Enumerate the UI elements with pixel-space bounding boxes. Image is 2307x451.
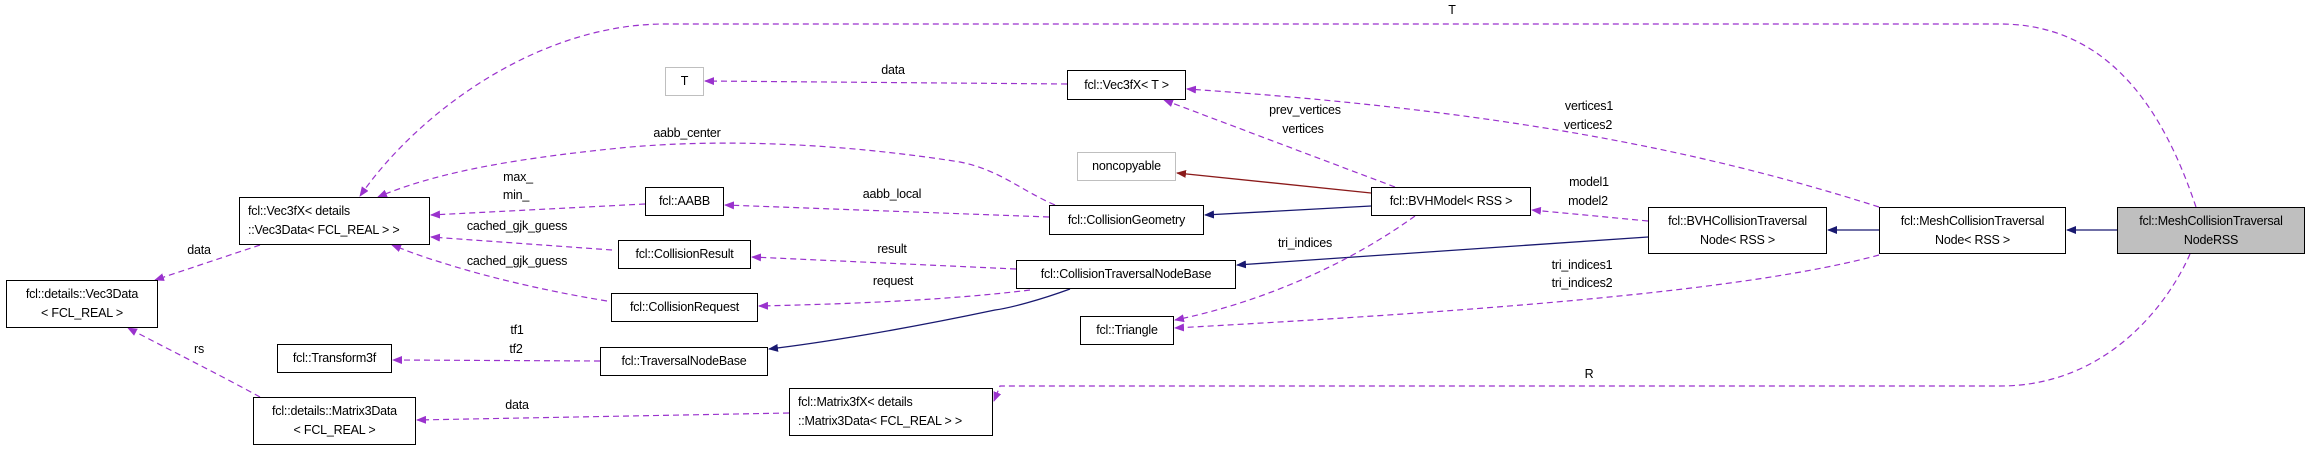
node-bvh-model[interactable]: fcl::BVHModel< RSS > xyxy=(1371,187,1531,216)
node-triangle[interactable]: fcl::Triangle xyxy=(1080,316,1174,345)
edge-label-rs: rs xyxy=(193,342,205,356)
edge-model12 xyxy=(1531,206,1649,222)
edge-tri-indices xyxy=(1174,215,1416,323)
node-vec3data[interactable]: fcl::details::Vec3Data< FCL_REAL > xyxy=(6,280,158,328)
node-label: fcl::Triangle xyxy=(1096,323,1158,337)
node-label: NodeRSS xyxy=(2183,232,2239,247)
edge-label-vertices: vertices xyxy=(1282,122,1324,136)
node-label: fcl::details::Matrix3Data xyxy=(272,404,397,418)
node-transform3f[interactable]: fcl::Transform3f xyxy=(277,344,392,373)
node-label: fcl::AABB xyxy=(659,194,710,208)
edge-inherit-bvhmodel-to-noncopyable xyxy=(1176,169,1372,194)
edge-label-tf2: tf2 xyxy=(509,342,523,356)
edge-label-tri-indices1: tri_indices1 xyxy=(1551,258,1613,272)
edge-label-data: data xyxy=(881,63,905,77)
edge-label-model1: model1 xyxy=(1569,175,1609,189)
edge-max-min xyxy=(430,203,646,219)
edge-label-min: min_ xyxy=(502,188,530,202)
node-label: < FCL_REAL > xyxy=(41,306,123,320)
edge-label-tf1: tf1 xyxy=(510,323,524,337)
node-label: fcl::CollisionTraversalNodeBase xyxy=(1040,267,1212,281)
node-label: ::Matrix3Data< FCL_REAL > > xyxy=(798,414,963,428)
node-collision-result[interactable]: fcl::CollisionResult xyxy=(618,240,751,269)
node-collision-geometry[interactable]: fcl::CollisionGeometry xyxy=(1049,205,1204,235)
edge-rs xyxy=(127,327,261,398)
edge-cached-gjk-request xyxy=(391,244,608,302)
edge-data-t xyxy=(704,77,1068,86)
node-label: fcl::Transform3f xyxy=(292,351,377,365)
edge-inherit-ctnb-to-tnb xyxy=(768,288,1071,352)
node-collision-request[interactable]: fcl::CollisionRequest xyxy=(611,293,758,322)
edge-vertices12 xyxy=(1186,85,1880,208)
edge-label-vertices2: vertices2 xyxy=(1563,118,1613,132)
edge-label-data: data xyxy=(505,398,529,412)
node-matrix3data[interactable]: fcl::details::Matrix3Data< FCL_REAL > xyxy=(253,397,416,445)
node-label: fcl::BVHModel< RSS > xyxy=(1389,194,1513,208)
node-label: fcl::CollisionGeometry xyxy=(1067,212,1186,227)
node-label: < FCL_REAL > xyxy=(293,423,376,437)
edge-label-tri-indices: tri_indices xyxy=(1277,236,1333,250)
node-noncopyable[interactable]: noncopyable xyxy=(1077,152,1176,181)
edge-label-model2: model2 xyxy=(1568,194,1608,208)
node-collision-traversal-node-base[interactable]: fcl::CollisionTraversalNodeBase xyxy=(1016,260,1236,289)
edge-label-aabb-local: aabb_local xyxy=(862,187,922,201)
edge-t xyxy=(359,23,2197,208)
edge-label-aabb-center: aabb_center xyxy=(653,126,721,140)
node-label: fcl::Vec3fX< T > xyxy=(1084,77,1169,92)
edge-result xyxy=(751,253,1017,270)
node-matrix3fx[interactable]: fcl::Matrix3fX< details::Matrix3Data< FC… xyxy=(789,388,993,436)
edge-request xyxy=(758,289,1031,310)
edge-label-max: max_ xyxy=(503,170,533,184)
edge-label-data: data xyxy=(187,243,211,257)
node-label: T xyxy=(680,74,689,88)
node-label: fcl::details::Vec3Data xyxy=(25,287,139,301)
node-label: fcl::Matrix3fX< details xyxy=(798,395,913,409)
edge-vertices xyxy=(1163,99,1396,188)
node-label: fcl::TraversalNodeBase xyxy=(621,354,747,368)
edge-label-prev-vertices: prev_vertices xyxy=(1269,103,1341,117)
node-label: fcl::CollisionRequest xyxy=(629,300,740,314)
node-label: ::Vec3Data< FCL_REAL > > xyxy=(248,223,400,237)
node-label: fcl::CollisionResult xyxy=(635,247,734,261)
edge-label-cached-gjk-guess: cached_gjk_guess xyxy=(466,219,568,233)
node-label: Node< RSS > xyxy=(1935,232,2010,247)
node-label: fcl::BVHCollisionTraversal xyxy=(1668,213,1807,228)
edge-label-r: R xyxy=(1584,367,1594,381)
edge-tf xyxy=(392,356,601,365)
node-label: noncopyable xyxy=(1092,159,1161,173)
edge-cached-gjk-result xyxy=(430,233,613,251)
edge-data-vec3data xyxy=(154,244,261,281)
edge-label-result: result xyxy=(877,242,907,256)
node-label: fcl::MeshCollisionTraversal xyxy=(2139,213,2283,228)
edge-label-tri-indices2: tri_indices2 xyxy=(1551,276,1613,290)
node-vec3fx-t[interactable]: fcl::Vec3fX< T > xyxy=(1067,70,1186,100)
edge-aabb-center xyxy=(377,142,1056,206)
node-label: fcl::MeshCollisionTraversal xyxy=(1900,213,2045,228)
node-label: fcl::Vec3fX< details xyxy=(248,204,350,218)
edge-tri-indices12 xyxy=(1174,254,1880,332)
node-traversal-node-base[interactable]: fcl::TraversalNodeBase xyxy=(600,347,768,376)
edge-inherit-bvhctn-to-ctnb xyxy=(1236,236,1649,269)
node-label: Node< RSS > xyxy=(1700,232,1775,247)
edge-r xyxy=(993,253,2191,402)
node-t[interactable]: T xyxy=(665,67,704,96)
edge-data-matrix3data xyxy=(416,412,790,424)
node-aabb[interactable]: fcl::AABB xyxy=(645,187,724,216)
edge-label-request: request xyxy=(872,274,914,288)
edge-inherit-bvhmodel-to-cg xyxy=(1204,205,1372,219)
edge-label-cached-gjk-guess: cached_gjk_guess xyxy=(466,254,568,268)
edge-label-t: T xyxy=(1448,3,1456,17)
node-vec3fx-details[interactable]: fcl::Vec3fX< details::Vec3Data< FCL_REAL… xyxy=(239,197,430,245)
edge-label-vertices1: vertices1 xyxy=(1564,99,1614,113)
edge-aabb-local xyxy=(724,201,1050,218)
